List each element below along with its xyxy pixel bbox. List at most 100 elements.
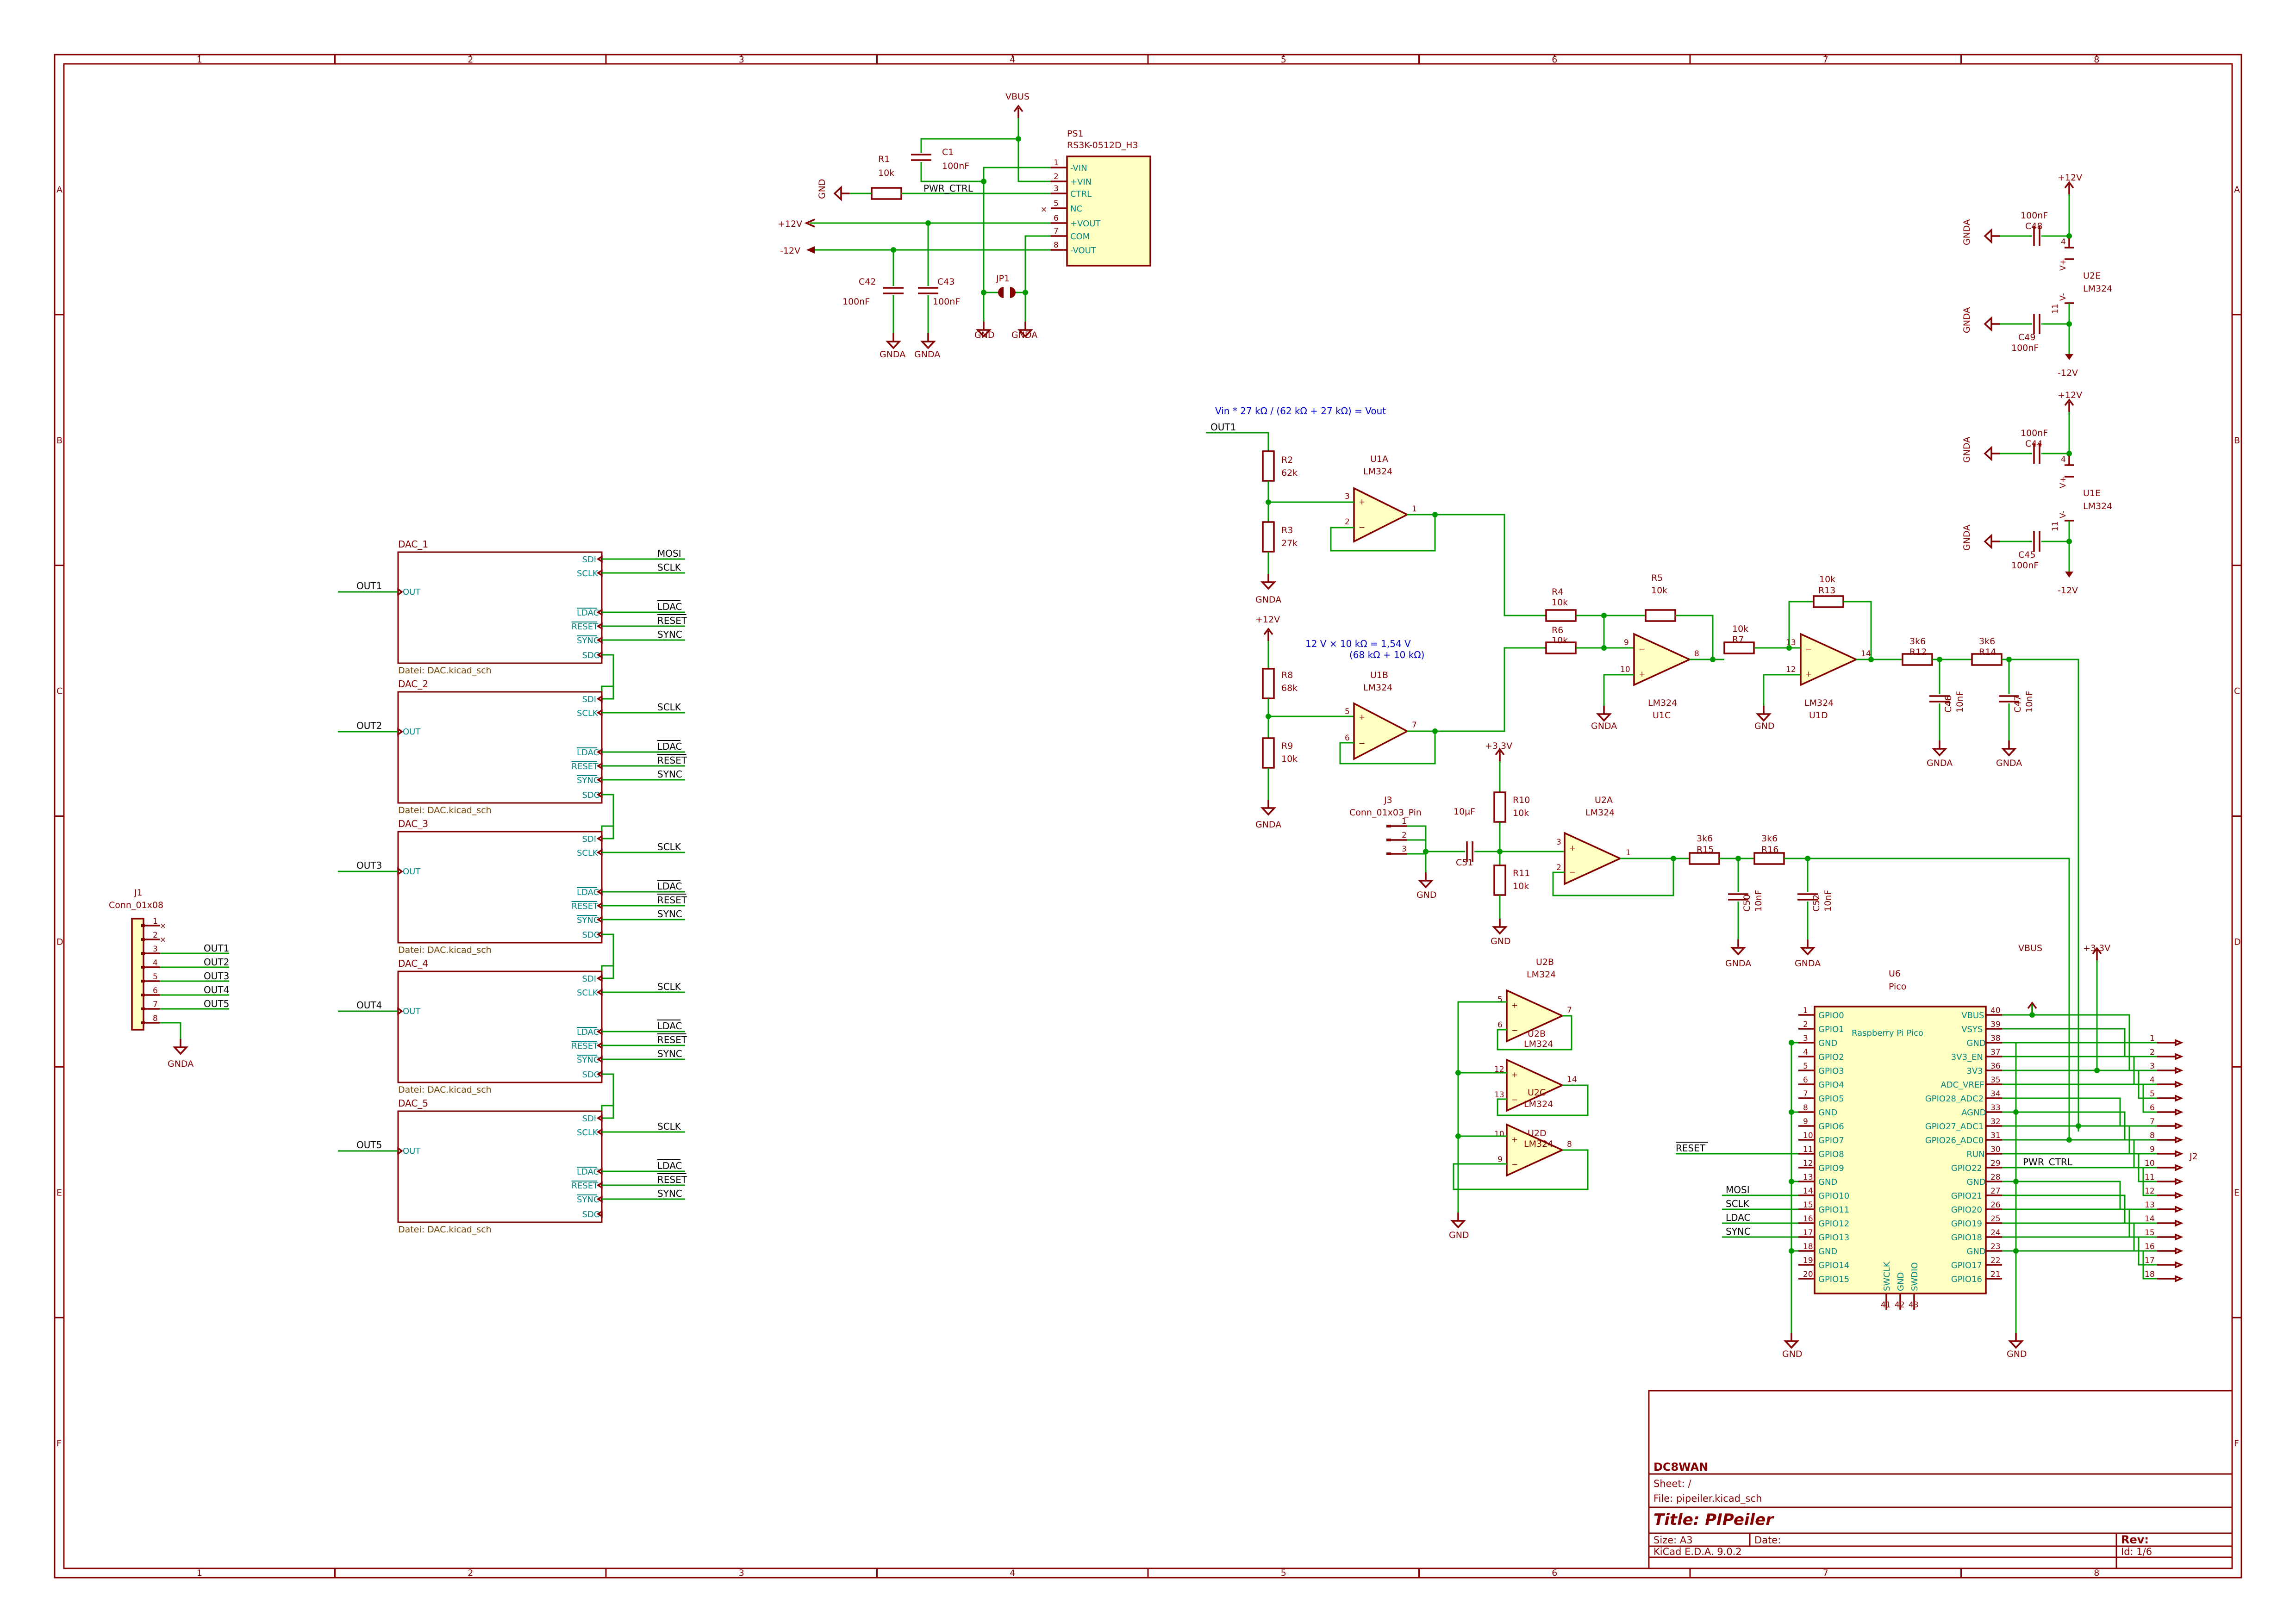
dac-pin-name: SDI	[582, 834, 597, 844]
dac-sheet[interactable]	[397, 551, 603, 664]
pico-left-pin-name: GPIO0	[1818, 1011, 1844, 1020]
svg-text:−: −	[1359, 523, 1365, 532]
dec-cbot-val: 100nF	[2011, 343, 2039, 353]
r2-ref: R2	[1281, 455, 1293, 465]
pico-right-pin-name: GPIO18	[1951, 1233, 1982, 1243]
dac-pin-name: LDAC	[577, 608, 599, 618]
j2-pin-num: 14	[2145, 1214, 2155, 1224]
u1d-ref: U1D	[1809, 710, 1828, 721]
pico-left-pin-name: GPIO15	[1818, 1275, 1849, 1284]
pico-left-pin-num: 17	[1803, 1228, 1813, 1237]
pico-left-pin-name: GND	[1818, 1038, 1837, 1048]
svg-text:−: −	[1639, 645, 1645, 654]
dac-sheet[interactable]	[397, 1110, 603, 1223]
j2-pin-num: 1	[2150, 1034, 2155, 1043]
dac-out-label: OUT4	[356, 1000, 382, 1011]
svg-text:1: 1	[1412, 504, 1417, 514]
dac-label-ctrl: SYNC	[657, 908, 682, 920]
r3-val: 27k	[1281, 538, 1298, 548]
frame-col-bottom: 2	[468, 1568, 473, 1578]
j1-pin-num: 8	[153, 1014, 158, 1023]
pico-p33: +3.3V	[2083, 943, 2110, 953]
dac-label-ctrl: SYNC	[657, 769, 682, 780]
svg-text:+: +	[1359, 713, 1365, 722]
frame-row-left: E	[56, 1188, 62, 1198]
dac-sheet[interactable]	[397, 691, 603, 804]
pico-right-pin-name: VBUS	[1961, 1011, 1984, 1020]
dac-pin-name: SCLK	[577, 988, 599, 998]
frame-row-right: A	[2234, 185, 2240, 195]
j1-label: OUT1	[204, 943, 229, 954]
frame-col-top: 6	[1552, 55, 1557, 65]
svg-text:−: −	[1359, 739, 1365, 748]
dac-pin-name: SYNC	[577, 776, 599, 785]
pico-left-pin-name: GPIO14	[1818, 1261, 1849, 1270]
dac-pin-name: SCLK	[577, 848, 599, 858]
dac-sheet[interactable]	[397, 831, 603, 944]
pico-right-pin-num: 38	[1990, 1034, 2001, 1043]
svg-text:−: −	[1511, 1095, 1518, 1105]
j2-pin-num: 16	[2145, 1242, 2155, 1251]
dec-unit: U1E	[2083, 488, 2101, 498]
c52-ref: C52	[1811, 895, 1822, 912]
r3-ref: R3	[1281, 525, 1293, 535]
svg-text:+: +	[1359, 497, 1365, 507]
c50-val: 10nF	[1753, 890, 1764, 912]
dac-label-ctrl: LDAC	[657, 741, 682, 752]
dac-sheet[interactable]	[397, 970, 603, 1083]
pico-right-pin-num: 35	[1990, 1076, 2001, 1085]
j1-label: OUT4	[204, 984, 229, 995]
dac-out-label: OUT5	[356, 1139, 382, 1150]
pico-left-pin-num: 5	[1803, 1062, 1808, 1071]
svg-text:6: 6	[1345, 734, 1350, 743]
pico-right-pin-name: GPIO27_ADC1	[1925, 1122, 1984, 1132]
u1c-ref: U1C	[1653, 710, 1671, 721]
pico-left-pin-num: 6	[1803, 1076, 1808, 1085]
frame-col-top: 8	[2094, 55, 2099, 65]
dac-pin-name: LDAC	[577, 1167, 599, 1177]
dec-cbot-ref: C45	[2018, 550, 2035, 560]
dec-cbot-ref: C49	[2018, 332, 2035, 342]
frame-row-left: D	[56, 937, 63, 947]
r11-val: 10k	[1513, 881, 1529, 891]
j2-pin-num: 7	[2150, 1117, 2155, 1126]
net-gnd-j3: GND	[1416, 890, 1437, 900]
decoupling-section: +12VGNDA100nFC484V+U2ELM324V-11GNDAC4910…	[1962, 173, 2112, 596]
dac-label-ctrl: RESET	[657, 895, 687, 906]
dac-pin-out: OUT	[403, 727, 421, 737]
pico-right-pin-name: GPIO21	[1951, 1191, 1982, 1201]
pico-left-pin-num: 20	[1803, 1270, 1813, 1279]
j1-value: Conn_01x08	[109, 900, 163, 910]
dec-m12: -12V	[2058, 368, 2078, 378]
dec-gnda-top: GNDA	[1962, 437, 1972, 463]
j1-pin-num: 1	[153, 917, 158, 926]
frame-row-right: C	[2234, 686, 2240, 696]
j2-pin-num: 9	[2150, 1145, 2155, 1154]
ps1-value: RS3K-0512D_H3	[1067, 140, 1138, 150]
net-gnda-c43: GNDA	[914, 349, 940, 360]
net-p12-ps: +12V	[778, 219, 802, 229]
j1-ref: J1	[134, 888, 143, 898]
dac-pin-name: SDI	[582, 974, 597, 984]
pico-left-pin-name: GPIO3	[1818, 1066, 1844, 1076]
r4-val: 10k	[1552, 597, 1568, 608]
j2-pin-num: 3	[2150, 1062, 2155, 1071]
j2-pin-num: 8	[2150, 1131, 2155, 1140]
dec-pin4: 4	[2061, 455, 2066, 464]
u2b-inner-val: LM324	[1524, 1039, 1553, 1049]
title-rev: Rev:	[2121, 1533, 2149, 1546]
pico-right-pin-num: 25	[1990, 1214, 2001, 1224]
r15-val: 3k6	[1697, 833, 1713, 844]
dac-pin-name: SDO	[582, 1210, 600, 1219]
dac-out-label: OUT2	[356, 720, 382, 731]
svg-text:6: 6	[1497, 1020, 1503, 1030]
dac-label-ctrl: LDAC	[657, 1160, 682, 1171]
j2-pin-num: 5	[2150, 1089, 2155, 1099]
r11-ref: R11	[1513, 868, 1530, 878]
u1b-val: LM324	[1363, 683, 1392, 693]
pico-right-pin-num: 37	[1990, 1048, 2001, 1057]
ps1-module	[1066, 155, 1151, 267]
svg-text:5: 5	[1497, 995, 1503, 1004]
j1-pin-num: 2	[153, 931, 158, 940]
u1b-ref: U1B	[1370, 670, 1388, 680]
